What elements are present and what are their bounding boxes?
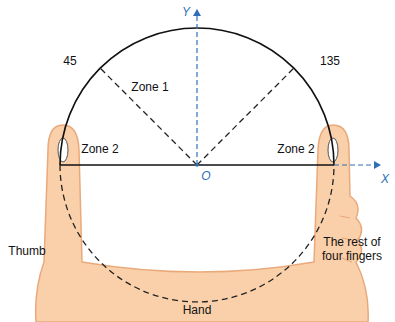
axis-label: X bbox=[381, 173, 389, 187]
angle-label: 135 bbox=[320, 55, 340, 69]
y-axis bbox=[196, 10, 197, 165]
angle-label: 45 bbox=[63, 55, 76, 69]
part-label: The rest of four fingers bbox=[315, 236, 389, 264]
lower-dashed-arc bbox=[60, 165, 334, 302]
zone-label: Zone 2 bbox=[277, 143, 314, 157]
axis-label: Y bbox=[182, 6, 190, 20]
part-label: Hand bbox=[183, 304, 212, 318]
part-label: Thumb bbox=[8, 245, 45, 259]
origin-dot bbox=[195, 163, 199, 167]
zone-label: Zone 1 bbox=[131, 81, 168, 95]
axis-label: O bbox=[201, 170, 210, 184]
x-axis bbox=[334, 164, 380, 165]
hand-shape bbox=[36, 125, 369, 322]
zone-label: Zone 2 bbox=[81, 143, 118, 157]
